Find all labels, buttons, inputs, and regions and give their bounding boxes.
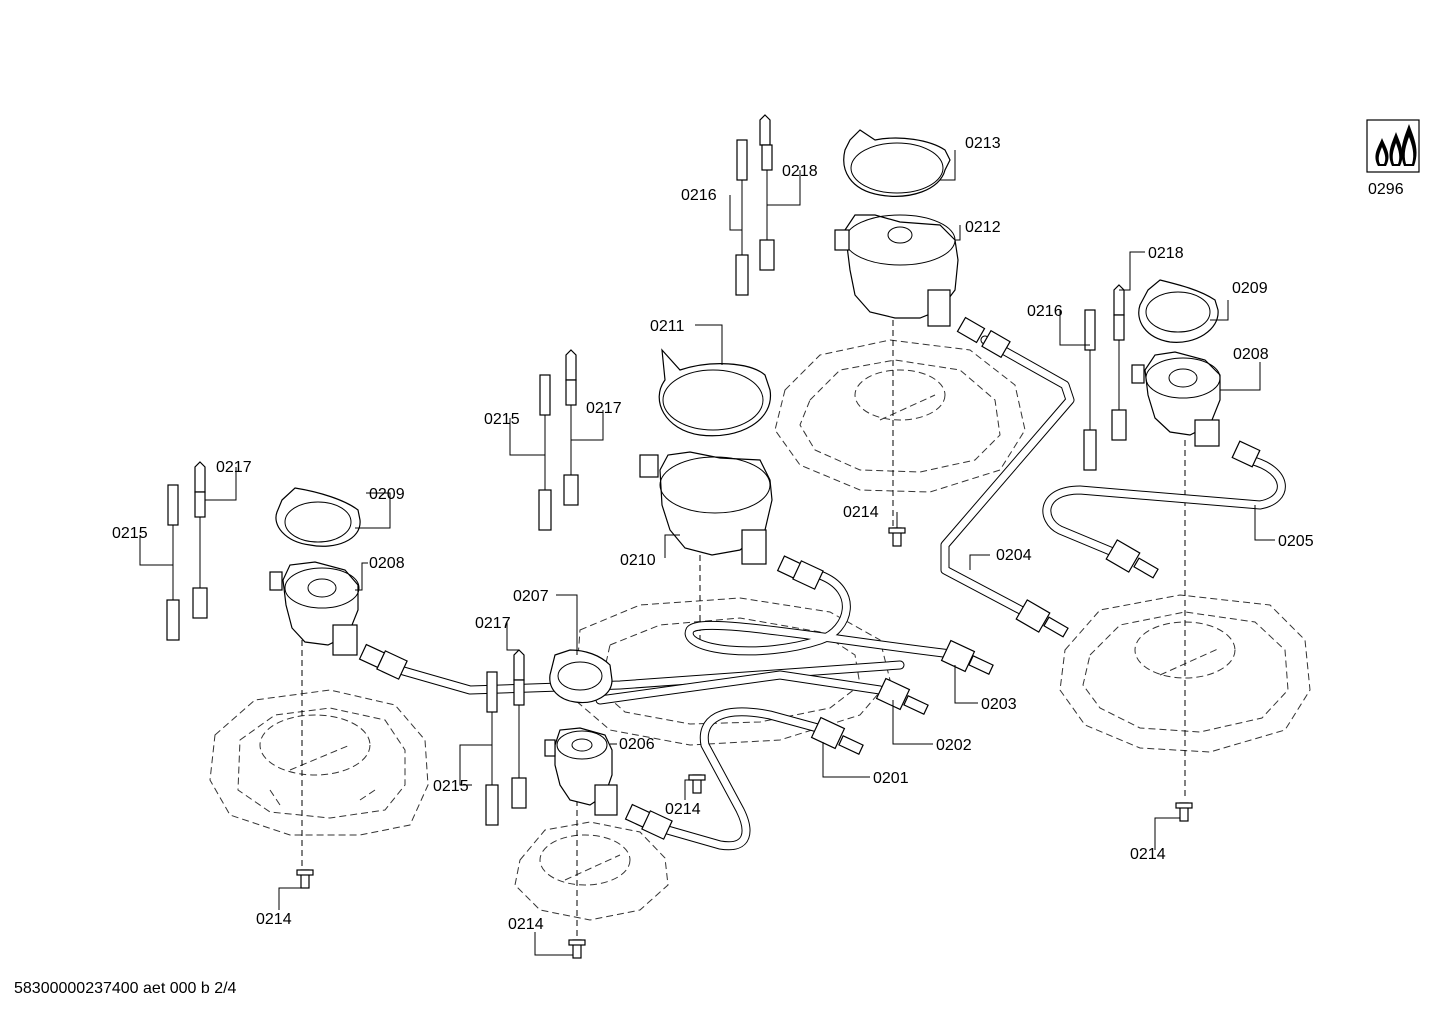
- gasket-0209-left: [275, 487, 361, 547]
- label-0204: 0204: [996, 547, 1032, 564]
- screw-0214-bottom: [568, 939, 586, 959]
- gas-tube-0205: [1042, 455, 1286, 560]
- label-0218: 0218: [1148, 245, 1184, 262]
- thermocouple-0215-center: [538, 374, 552, 531]
- gas-tube-0201: [645, 707, 830, 851]
- label-0216: 0216: [1027, 303, 1063, 320]
- gas-tube-0202: [595, 670, 885, 705]
- burner-base-center-small: [514, 821, 669, 921]
- label-0208: 0208: [369, 555, 405, 572]
- leader-lines: [139, 150, 1275, 956]
- label-0208: 0208: [1233, 346, 1269, 363]
- burner-base-left: [209, 689, 429, 836]
- ignition-electrode-0217-left: [192, 461, 208, 619]
- label-0210: 0210: [620, 552, 656, 569]
- thermocouple-0215-left: [166, 484, 180, 641]
- ignition-electrode-0218-top: [759, 114, 775, 271]
- label-0212: 0212: [965, 219, 1001, 236]
- label-0217: 0217: [475, 615, 511, 632]
- burner-cup-0208-right: [1131, 351, 1221, 447]
- label-0214: 0214: [508, 916, 544, 933]
- label-0215: 0215: [433, 778, 469, 795]
- label-0216: 0216: [681, 187, 717, 204]
- burner-base-center: [574, 597, 891, 746]
- label-0214: 0214: [1130, 846, 1166, 863]
- legend-label-0296: 0296: [1368, 181, 1404, 198]
- gasket-0207: [549, 649, 613, 704]
- label-0202: 0202: [936, 737, 972, 754]
- label-0206: 0206: [619, 736, 655, 753]
- gas-tube-0204: [940, 335, 1075, 620]
- gasket-0209-right: [1138, 279, 1219, 343]
- screw-0214-center: [688, 774, 706, 794]
- label-0214: 0214: [256, 911, 292, 928]
- screw-0214-right: [1175, 802, 1193, 822]
- thermocouple-0216-top: [735, 139, 749, 296]
- burner-base-top: [774, 339, 1026, 493]
- label-0214: 0214: [843, 504, 879, 521]
- thermocouple-0216-right: [1083, 309, 1097, 471]
- burner-cup-0208-left: [269, 561, 360, 656]
- label-0215: 0215: [112, 525, 148, 542]
- burner-cup-0206: [544, 727, 618, 816]
- burner-cup-0212: [834, 214, 959, 327]
- label-0218: 0218: [782, 163, 818, 180]
- label-0211: 0211: [650, 318, 685, 335]
- ignition-electrode-0217-center: [563, 349, 579, 506]
- drawing-reference-number: 58300000237400 aet 000 b 2/4: [14, 980, 237, 997]
- label-0201: 0201: [873, 770, 909, 787]
- thermocouple-0215-small: [485, 671, 499, 826]
- burner-cup-0210: [639, 451, 773, 565]
- label-0214: 0214: [665, 801, 701, 818]
- label-0213: 0213: [965, 135, 1001, 152]
- label-0205: 0205: [1278, 533, 1314, 550]
- label-0217: 0217: [586, 400, 622, 417]
- screw-0214-top: [888, 527, 906, 547]
- label-0215: 0215: [484, 411, 520, 428]
- label-0209: 0209: [1232, 280, 1268, 297]
- gasket-0211: [658, 348, 771, 437]
- label-0203: 0203: [981, 696, 1017, 713]
- ignition-electrode-0217-small: [511, 649, 527, 809]
- gas-tube-0203: [684, 570, 965, 660]
- label-0217: 0217: [216, 459, 252, 476]
- label-0207: 0207: [513, 588, 549, 605]
- ignition-electrode-0218-right: [1111, 284, 1127, 441]
- screw-0214-left: [296, 869, 314, 889]
- label-0209: 0209: [369, 486, 405, 503]
- gas-flame-icon: [1366, 119, 1420, 173]
- gasket-0213: [843, 129, 951, 197]
